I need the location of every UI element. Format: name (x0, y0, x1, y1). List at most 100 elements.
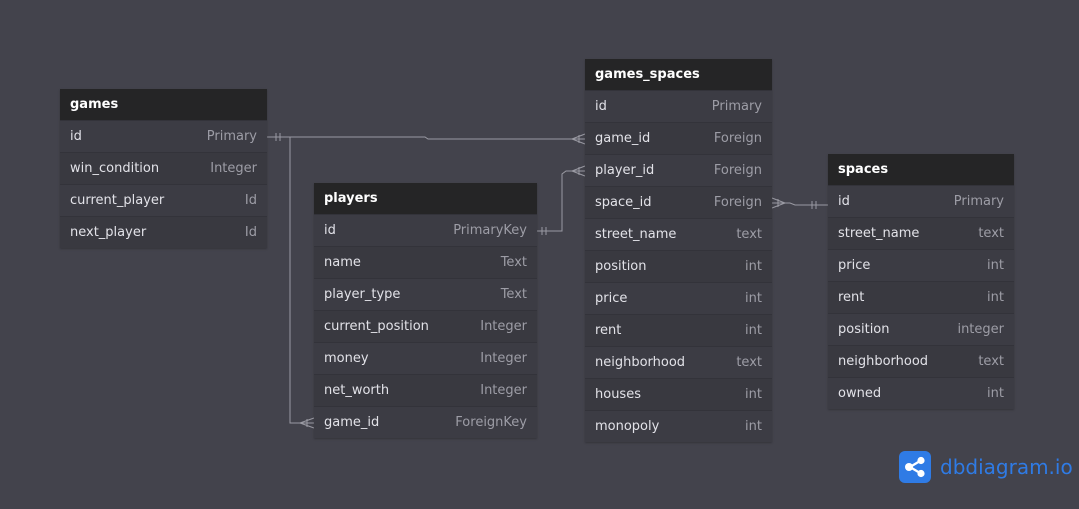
table-header[interactable]: games_spaces (585, 59, 772, 90)
field-type: Integer (210, 161, 257, 176)
field-type: Foreign (713, 131, 762, 146)
field-type: Text (500, 255, 527, 270)
field-name: current_position (324, 319, 429, 334)
table-row[interactable]: name Text (314, 246, 537, 278)
field-type: text (736, 355, 762, 370)
table-row[interactable]: game_id ForeignKey (314, 406, 537, 438)
field-type: Primary (711, 99, 762, 114)
table-row[interactable]: price int (828, 249, 1014, 281)
field-type: Integer (480, 319, 527, 334)
table-row[interactable]: net_worth Integer (314, 374, 537, 406)
field-name: player_type (324, 287, 401, 302)
field-name: neighborhood (595, 355, 686, 370)
field-name: monopoly (595, 419, 660, 434)
link-games-players (289, 137, 314, 424)
table-row[interactable]: game_id Foreign (585, 122, 772, 154)
field-name: price (838, 258, 871, 273)
field-name: price (595, 291, 628, 306)
field-type: text (736, 227, 762, 242)
table-row[interactable]: id Primary (828, 185, 1014, 217)
share-nodes-icon (899, 451, 931, 483)
link-gamesspaces-spaces (772, 202, 828, 206)
field-type: int (987, 290, 1004, 305)
field-type: Id (244, 225, 257, 240)
field-type: int (745, 291, 762, 306)
dbdiagram-logo[interactable]: dbdiagram.io (899, 451, 1073, 483)
table-row[interactable]: street_name text (828, 217, 1014, 249)
field-name: game_id (324, 415, 380, 430)
field-type: Primary (206, 129, 257, 144)
field-type: Text (500, 287, 527, 302)
field-name: id (838, 194, 850, 209)
table-row[interactable]: current_position Integer (314, 310, 537, 342)
table-row[interactable]: space_id Foreign (585, 186, 772, 218)
table-row[interactable]: street_name text (585, 218, 772, 250)
field-name: name (324, 255, 361, 270)
field-name: street_name (838, 226, 920, 241)
table-row[interactable]: player_type Text (314, 278, 537, 310)
table-row[interactable]: neighborhood text (585, 346, 772, 378)
field-type: integer (957, 322, 1004, 337)
field-name: player_id (595, 163, 655, 178)
field-name: rent (595, 323, 622, 338)
field-name: win_condition (70, 161, 160, 176)
table-row[interactable]: money Integer (314, 342, 537, 374)
table-row[interactable]: rent int (585, 314, 772, 346)
table-row[interactable]: rent int (828, 281, 1014, 313)
field-type: PrimaryKey (453, 223, 527, 238)
field-name: owned (838, 386, 882, 401)
table-row[interactable]: id Primary (585, 90, 772, 122)
brand-name: dbdiagram.io (940, 455, 1073, 479)
field-name: next_player (70, 225, 147, 240)
field-name: position (838, 322, 890, 337)
field-name: game_id (595, 131, 651, 146)
field-type: ForeignKey (455, 415, 527, 430)
field-name: rent (838, 290, 865, 305)
field-type: Primary (953, 194, 1004, 209)
field-type: Integer (480, 351, 527, 366)
table-row[interactable]: monopoly int (585, 410, 772, 442)
field-name: money (324, 351, 369, 366)
field-type: int (745, 419, 762, 434)
field-name: id (595, 99, 607, 114)
field-type: int (745, 323, 762, 338)
field-type: text (978, 354, 1004, 369)
field-type: int (745, 259, 762, 274)
field-type: Foreign (713, 195, 762, 210)
field-name: position (595, 259, 647, 274)
field-type: int (745, 387, 762, 402)
field-name: street_name (595, 227, 677, 242)
table-row[interactable]: next_player Id (60, 216, 267, 248)
field-name: id (324, 223, 336, 238)
field-name: space_id (595, 195, 652, 210)
link-games-gamesspaces (267, 136, 585, 140)
field-name: id (70, 129, 82, 144)
table-row[interactable]: id PrimaryKey (314, 214, 537, 246)
field-type: Id (244, 193, 257, 208)
table-row[interactable]: player_id Foreign (585, 154, 772, 186)
field-type: text (978, 226, 1004, 241)
table-games[interactable]: games id Primary win_condition Integer cur… (60, 89, 267, 248)
field-type: int (987, 386, 1004, 401)
link-players-gamesspaces (537, 170, 585, 232)
field-type: Integer (480, 383, 527, 398)
table-header[interactable]: spaces (828, 154, 1014, 185)
table-row[interactable]: id Primary (60, 120, 267, 152)
table-header[interactable]: players (314, 183, 537, 214)
table-row[interactable]: position int (585, 250, 772, 282)
field-name: net_worth (324, 383, 390, 398)
table-row[interactable]: owned int (828, 377, 1014, 409)
table-header[interactable]: games (60, 89, 267, 120)
table-row[interactable]: win_condition Integer (60, 152, 267, 184)
table-row[interactable]: price int (585, 282, 772, 314)
table-row[interactable]: position integer (828, 313, 1014, 345)
field-type: Foreign (713, 163, 762, 178)
field-type: int (987, 258, 1004, 273)
